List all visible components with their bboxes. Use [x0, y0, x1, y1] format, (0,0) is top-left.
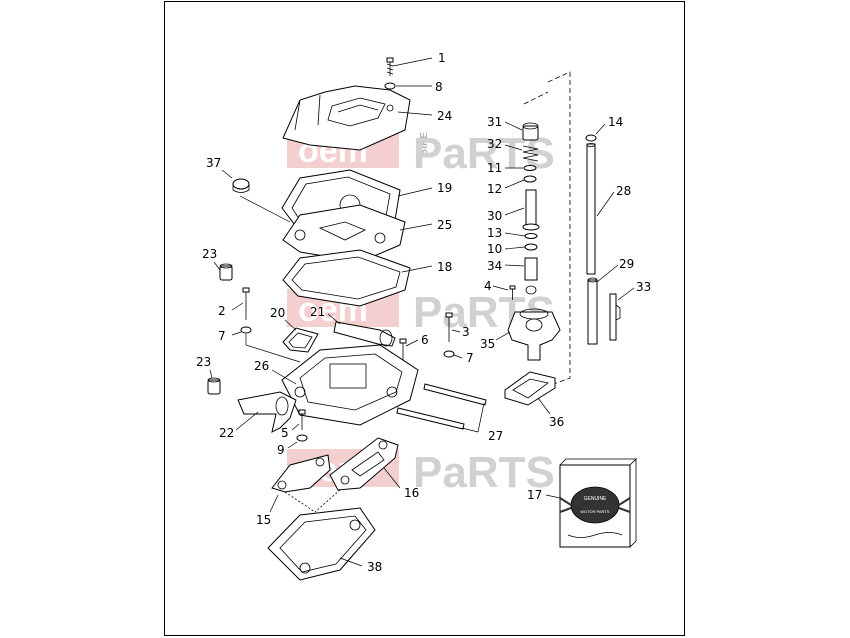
manual-logo-line1: GENUINE: [584, 496, 607, 502]
part-33-clip: [609, 293, 621, 341]
callout-18: 18: [437, 260, 452, 274]
callout-14: 14: [608, 115, 623, 129]
callout-8: 8: [435, 80, 443, 94]
callout-19: 19: [437, 181, 452, 195]
part-7-washer-right: [443, 350, 455, 358]
part-38-gasket: [267, 507, 376, 581]
callout-29: 29: [619, 257, 634, 271]
part-8-washer: [384, 82, 396, 90]
callout-27: 27: [488, 429, 503, 443]
callout-32: 32: [487, 137, 502, 151]
callout-31: 31: [487, 115, 502, 129]
callout-12: 12: [487, 182, 502, 196]
callout-7-left: 7: [218, 329, 226, 343]
callout-20: 20: [270, 306, 285, 320]
callout-33: 33: [636, 280, 651, 294]
part-29-cover-tube: [587, 277, 598, 345]
part-13-oring: [524, 233, 538, 239]
callout-15: 15: [256, 513, 271, 527]
watermark-bike-text: BIKE: [419, 132, 430, 156]
callout-28: 28: [616, 184, 631, 198]
part-22-rocker-arm: [237, 391, 297, 433]
callout-7-right: 7: [466, 351, 474, 365]
callout-11: 11: [487, 161, 502, 175]
callout-36: 36: [549, 415, 564, 429]
part-26-rocker-housing: [281, 344, 419, 426]
callout-10: 10: [487, 242, 502, 256]
part-32-spring: [522, 145, 539, 162]
part-25-breather-plate: [282, 204, 406, 263]
callout-22: 22: [219, 426, 234, 440]
part-21-rocker-shaft: [333, 321, 396, 347]
callout-35: 35: [480, 337, 495, 351]
part-6-bolt: [399, 338, 407, 362]
part-23-bushing-lower: [207, 377, 221, 395]
part-27-pushrods: [396, 383, 487, 430]
callout-1: 1: [438, 51, 446, 65]
part-2-bolt: [242, 287, 250, 320]
part-3-bolt: [445, 312, 453, 342]
part-23-bushing-upper: [219, 263, 233, 281]
part-16-gasket: [329, 437, 399, 491]
part-4-bolt: [509, 285, 516, 300]
callout-6: 6: [421, 333, 429, 347]
part-18-gasket: [282, 249, 411, 307]
callout-3: 3: [462, 325, 470, 339]
callout-34: 34: [487, 259, 502, 273]
part-7-washer-left: [240, 326, 252, 334]
lifter-guide-line: [523, 71, 571, 387]
part-9-washer: [296, 434, 308, 442]
part-24-rocker-cover: [282, 85, 411, 151]
callout-23-upper: 23: [202, 247, 217, 261]
part-10-oring: [524, 243, 538, 251]
callout-24: 24: [437, 109, 452, 123]
callout-5: 5: [281, 426, 289, 440]
callout-9: 9: [277, 443, 285, 457]
callout-30: 30: [487, 209, 502, 223]
part-36-gasket: [504, 371, 556, 406]
part-30-tube: [522, 189, 540, 231]
watermark-parts-text: PaRTS: [413, 448, 555, 497]
callout-2: 2: [218, 304, 226, 318]
leader-lines: [209, 57, 635, 567]
callout-17: 17: [527, 488, 542, 502]
callout-37: 37: [206, 156, 221, 170]
connection-lines: [284, 489, 341, 513]
callout-16: 16: [404, 486, 419, 500]
part-1-screw: [386, 57, 394, 76]
callout-4: 4: [484, 279, 492, 293]
part-31-cap: [522, 122, 539, 141]
part-14-cap: [585, 134, 597, 142]
callout-25: 25: [437, 218, 452, 232]
part-5-bolt: [298, 409, 306, 430]
part-34-pushrod-tube: [524, 257, 538, 295]
manual-logo-line2: MOTOR PARTS: [581, 509, 610, 514]
part-28-rod: [586, 143, 596, 275]
part-20-gasket: [282, 327, 319, 353]
part-35-lifter-block: [507, 308, 561, 361]
manual-logo: [570, 486, 620, 524]
part-17-manual-book: GENUINE MOTOR PARTS: [559, 458, 637, 548]
callout-labels: 1 8 24 37 19 25 18 23 2 20 21 3 6 7 7 23…: [196, 51, 651, 574]
callout-23-lower: 23: [196, 355, 211, 369]
callout-26: 26: [254, 359, 269, 373]
part-12-oring: [523, 175, 537, 183]
part-11-oring: [523, 165, 537, 171]
callout-21: 21: [310, 305, 325, 319]
callout-13: 13: [487, 226, 502, 240]
part-37-breather: [232, 178, 250, 193]
callout-38: 38: [367, 560, 382, 574]
